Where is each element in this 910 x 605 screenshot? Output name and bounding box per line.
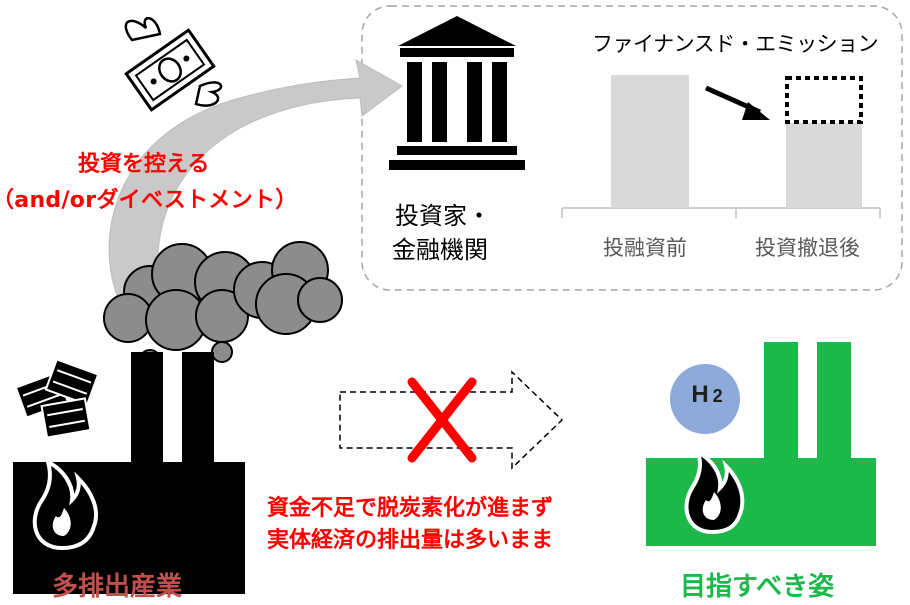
money-wing-left bbox=[124, 17, 162, 42]
bar-reduced-dotted bbox=[785, 76, 863, 124]
investor-panel-border bbox=[361, 5, 903, 291]
green-fire-icon bbox=[684, 447, 745, 535]
divestment-label: （and/orダイベストメント） bbox=[0, 188, 298, 213]
bank-icon bbox=[389, 16, 525, 170]
funding-shortage-line1: 資金不足で脱炭素化が進まず bbox=[267, 496, 554, 521]
withhold-investment-label: 投資を控える bbox=[78, 152, 210, 177]
hydrogen-symbol: H bbox=[691, 381, 709, 408]
fire-icon bbox=[32, 458, 98, 551]
flying-money-icon bbox=[124, 28, 216, 112]
bar-label-after: 投資撤退後 bbox=[755, 236, 860, 260]
chart-title: ファイナンスド・エミッション bbox=[592, 32, 879, 56]
hydrogen-circle-icon bbox=[670, 364, 740, 434]
cross-mark-icon bbox=[407, 377, 477, 463]
coal-icon bbox=[14, 358, 100, 439]
high-emission-industry-label: 多排出産業 bbox=[52, 572, 183, 602]
bar-label-before: 投融資前 bbox=[603, 236, 687, 260]
investor-label-line1: 投資家・ bbox=[395, 202, 491, 230]
target-state-label: 目指すべき姿 bbox=[680, 572, 835, 602]
green-factory-icon bbox=[646, 342, 876, 546]
money-wing-right bbox=[194, 81, 223, 107]
bar-before-investment bbox=[611, 75, 689, 208]
smoke-cloud-icon bbox=[103, 241, 343, 371]
bar-after-divestment bbox=[786, 123, 862, 208]
transition-arrow bbox=[339, 370, 564, 470]
hydrogen-subscript: 2 bbox=[712, 386, 723, 406]
investor-label-line2: 金融機関 bbox=[392, 236, 488, 264]
funding-shortage-line2: 実体経済の排出量は多いまま bbox=[267, 528, 554, 553]
decrease-arrow-head bbox=[742, 102, 770, 120]
